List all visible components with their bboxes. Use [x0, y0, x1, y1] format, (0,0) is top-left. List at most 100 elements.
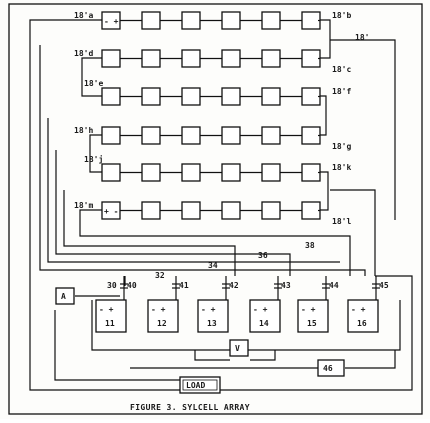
- row-right-label: 18'k: [332, 163, 351, 172]
- sylcell: [101, 87, 121, 106]
- sylcell: [301, 163, 321, 182]
- sylcell: [261, 163, 281, 182]
- row-left-label: 18'd: [74, 49, 93, 58]
- figure-border: [8, 3, 423, 415]
- switch-label: 43: [281, 281, 291, 290]
- battery-polarity: - +: [99, 305, 114, 314]
- row-right-label: 18'c: [332, 65, 351, 74]
- sylcell: [301, 87, 321, 106]
- sylcell: [141, 87, 161, 106]
- lead-label: 38: [305, 241, 315, 250]
- component-46-box: [317, 359, 345, 377]
- sylcell: [181, 49, 201, 68]
- component-46-label: 46: [323, 364, 333, 373]
- battery-box: [147, 299, 179, 333]
- battery: - + 11 40: [95, 276, 137, 333]
- polarity-label: - +: [104, 17, 119, 26]
- battery-number: 16: [357, 319, 367, 328]
- sylcell: [261, 49, 281, 68]
- sylcell: [221, 163, 241, 182]
- battery-box: [95, 299, 127, 333]
- row-right-label: 18'b: [332, 11, 351, 20]
- sylcell: [181, 11, 201, 30]
- sylcell: [301, 49, 321, 68]
- cell-row: 18'h 18'g: [74, 126, 351, 151]
- cell-row: - + 18'a 18'b: [74, 11, 351, 30]
- figure-caption: FIGURE 3. SYLCELL ARRAY: [130, 403, 250, 412]
- sylcell: [101, 163, 121, 182]
- cell-row: 18'd 18'c: [74, 49, 351, 74]
- battery-box: [249, 299, 281, 333]
- battery-number: 12: [157, 319, 167, 328]
- lead-label: 34: [208, 261, 218, 270]
- sylcell: [141, 11, 161, 30]
- row-left-label: 18'j: [84, 154, 103, 164]
- row-left-label: 18'a: [74, 11, 93, 20]
- voltmeter-label: V: [235, 344, 240, 353]
- sylcell: [261, 11, 281, 30]
- voltmeter-box: [229, 339, 249, 357]
- sylcell: [101, 126, 121, 145]
- ammeter-box: [55, 287, 75, 305]
- sylcell: [101, 201, 121, 220]
- row-left-label: 18'm: [74, 201, 93, 210]
- sylcell: [181, 163, 201, 182]
- row-right-label: 18'f: [332, 87, 351, 96]
- battery: - + 14 43: [249, 276, 291, 333]
- lead-label: 32: [155, 271, 165, 280]
- sylcell: [301, 126, 321, 145]
- side-lead-label: 18': [355, 33, 369, 42]
- sylcell: [141, 163, 161, 182]
- polarity-label: + -: [104, 207, 118, 216]
- sylcell: [301, 11, 321, 30]
- lead-label: 36: [258, 251, 268, 260]
- battery-box: [197, 299, 229, 333]
- load-box-inner: [182, 379, 218, 391]
- cell-row: 18'e 18'f: [84, 79, 351, 106]
- sylcell: [221, 201, 241, 220]
- sylcell: [221, 87, 241, 106]
- switch-label: 45: [379, 281, 389, 290]
- row-right-label: 18'g: [332, 142, 351, 151]
- sylcell: [301, 201, 321, 220]
- cell-row: + - 18'm 18'l: [74, 201, 351, 226]
- switch-label: 41: [179, 281, 189, 290]
- battery-number: 13: [207, 319, 217, 328]
- battery-number: 14: [259, 319, 269, 328]
- row-left-label: 18'h: [74, 126, 93, 135]
- sylcell: [221, 126, 241, 145]
- sylcell: [261, 126, 281, 145]
- cell-row: 18'j 18'k: [84, 154, 351, 182]
- battery-polarity: - +: [253, 305, 268, 314]
- load-label: LOAD: [186, 381, 205, 390]
- battery-polarity: - +: [201, 305, 216, 314]
- switch-label: 40: [127, 281, 137, 290]
- sylcell: [261, 87, 281, 106]
- row-right-label: 18'l: [332, 217, 351, 226]
- sylcell: [101, 11, 121, 30]
- lead-label: 30: [107, 281, 117, 290]
- sylcell: [181, 126, 201, 145]
- battery-number: 11: [105, 319, 115, 328]
- sylcell: [181, 87, 201, 106]
- sylcell: [141, 126, 161, 145]
- battery-box: [347, 299, 379, 333]
- switch-label: 44: [329, 281, 339, 290]
- row-left-label: 18'e: [84, 79, 103, 88]
- battery: - + 15 44: [297, 276, 339, 333]
- battery-number: 15: [307, 319, 317, 328]
- sylcell: [141, 201, 161, 220]
- switch-label: 42: [229, 281, 239, 290]
- sylcell: [261, 201, 281, 220]
- row-interconnect-wires: [29, 19, 396, 276]
- sylcell: [221, 49, 241, 68]
- sylcell: [141, 49, 161, 68]
- battery-polarity: - +: [301, 305, 316, 314]
- battery: - + 13 42: [197, 276, 239, 333]
